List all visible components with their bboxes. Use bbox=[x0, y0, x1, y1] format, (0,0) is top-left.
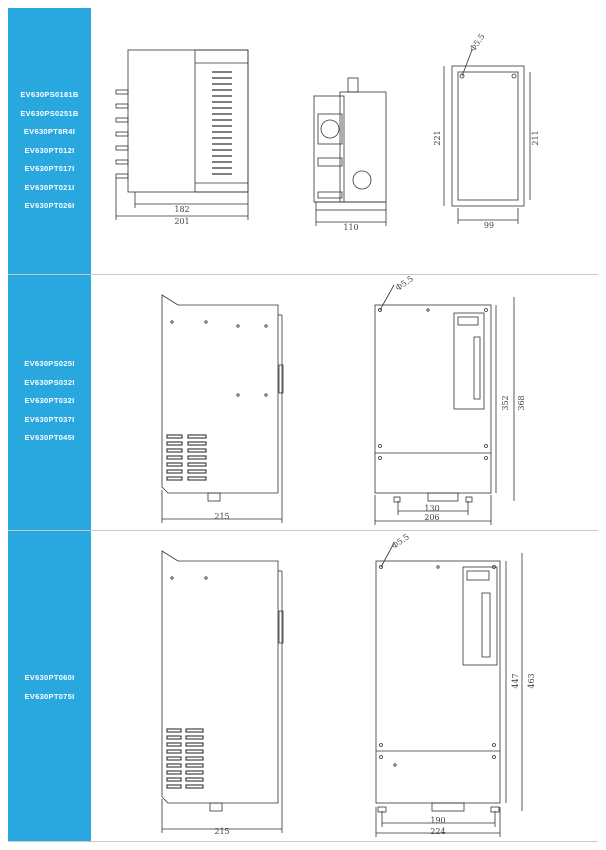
side-view bbox=[161, 550, 284, 833]
front-view bbox=[374, 284, 515, 525]
dim-side-outer: 201 bbox=[174, 217, 189, 226]
section-1: EV630PS0181B EV630PS0251B EV630PT8R4I EV… bbox=[0, 8, 606, 274]
drawing-section-3 bbox=[161, 542, 523, 837]
dimension-labels-2: 215 130 206 352 368 Φ5.5 bbox=[214, 275, 526, 522]
model-list: EV630PS025I EV630PS032I EV630PT032I EV63… bbox=[8, 355, 91, 448]
section-2: EV630PS025I EV630PS032I EV630PT032I EV63… bbox=[0, 275, 606, 530]
dim-hole: Φ5.5 bbox=[468, 32, 486, 53]
front-view bbox=[375, 542, 523, 837]
dim-height-inner: 447 bbox=[511, 673, 520, 688]
side-view bbox=[161, 294, 284, 523]
model-label: EV630PS0181B bbox=[20, 90, 79, 99]
model-label: EV630PT012I bbox=[24, 145, 75, 155]
drawing-section-2 bbox=[161, 284, 515, 525]
dim-front-width: 206 bbox=[424, 513, 439, 522]
model-list: EV630PT060I EV630PT075I bbox=[8, 669, 91, 706]
dim-back-height-outer: 221 bbox=[433, 130, 442, 145]
dim-height-outer: 368 bbox=[517, 395, 526, 410]
model-label: EV630PT8R4I bbox=[23, 127, 76, 136]
dimension-labels-3: 215 190 224 447 463 Φ5.5 bbox=[214, 532, 536, 836]
dim-back-height-inner: 211 bbox=[531, 130, 540, 145]
dim-side-width: 215 bbox=[214, 512, 229, 521]
dim-front-width: 224 bbox=[430, 827, 445, 836]
model-label: EV630PT075I bbox=[24, 691, 75, 701]
model-band: EV630PT060I EV630PT075I bbox=[8, 531, 91, 841]
model-label: EV630PT026I bbox=[24, 201, 75, 210]
model-label: EV630PT045I bbox=[24, 433, 75, 442]
dim-height-outer: 463 bbox=[527, 673, 536, 688]
dim-front-width: 110 bbox=[343, 223, 358, 232]
front-view bbox=[313, 77, 387, 226]
back-view bbox=[443, 49, 531, 224]
model-label: EV630PS025I bbox=[24, 359, 75, 368]
dim-hole-spacing: 190 bbox=[430, 816, 445, 825]
model-label: EV630PT032I bbox=[24, 396, 75, 405]
model-band: EV630PS025I EV630PS032I EV630PT032I EV63… bbox=[8, 275, 91, 530]
model-label: EV630PT060I bbox=[24, 673, 75, 682]
divider bbox=[8, 841, 598, 842]
dim-height-inner: 352 bbox=[501, 395, 510, 410]
section-3: EV630PT060I EV630PT075I bbox=[0, 531, 606, 841]
model-list: EV630PS0181B EV630PS0251B EV630PT8R4I EV… bbox=[8, 86, 91, 216]
dim-side-width: 215 bbox=[214, 827, 229, 836]
model-label: EV630PT017I bbox=[24, 164, 75, 173]
model-label: EV630PS0251B bbox=[20, 108, 79, 118]
dim-back-width: 99 bbox=[484, 221, 494, 230]
dim-hole: Φ5.5 bbox=[390, 532, 411, 550]
side-view bbox=[115, 49, 249, 220]
model-label: EV630PT037I bbox=[24, 414, 75, 424]
dim-hole-spacing: 130 bbox=[424, 504, 439, 513]
divider bbox=[8, 274, 598, 275]
model-label: EV630PS032I bbox=[24, 377, 75, 387]
dim-side-inner: 182 bbox=[174, 205, 189, 214]
dimension-labels-1: 182 201 110 99 211 221 Φ5.5 bbox=[174, 32, 540, 232]
model-label: EV630PT021I bbox=[24, 182, 75, 192]
model-band: EV630PS0181B EV630PS0251B EV630PT8R4I EV… bbox=[8, 8, 91, 274]
drawing-section-1 bbox=[115, 49, 531, 226]
divider bbox=[8, 530, 598, 531]
dim-hole: Φ5.5 bbox=[394, 275, 415, 293]
